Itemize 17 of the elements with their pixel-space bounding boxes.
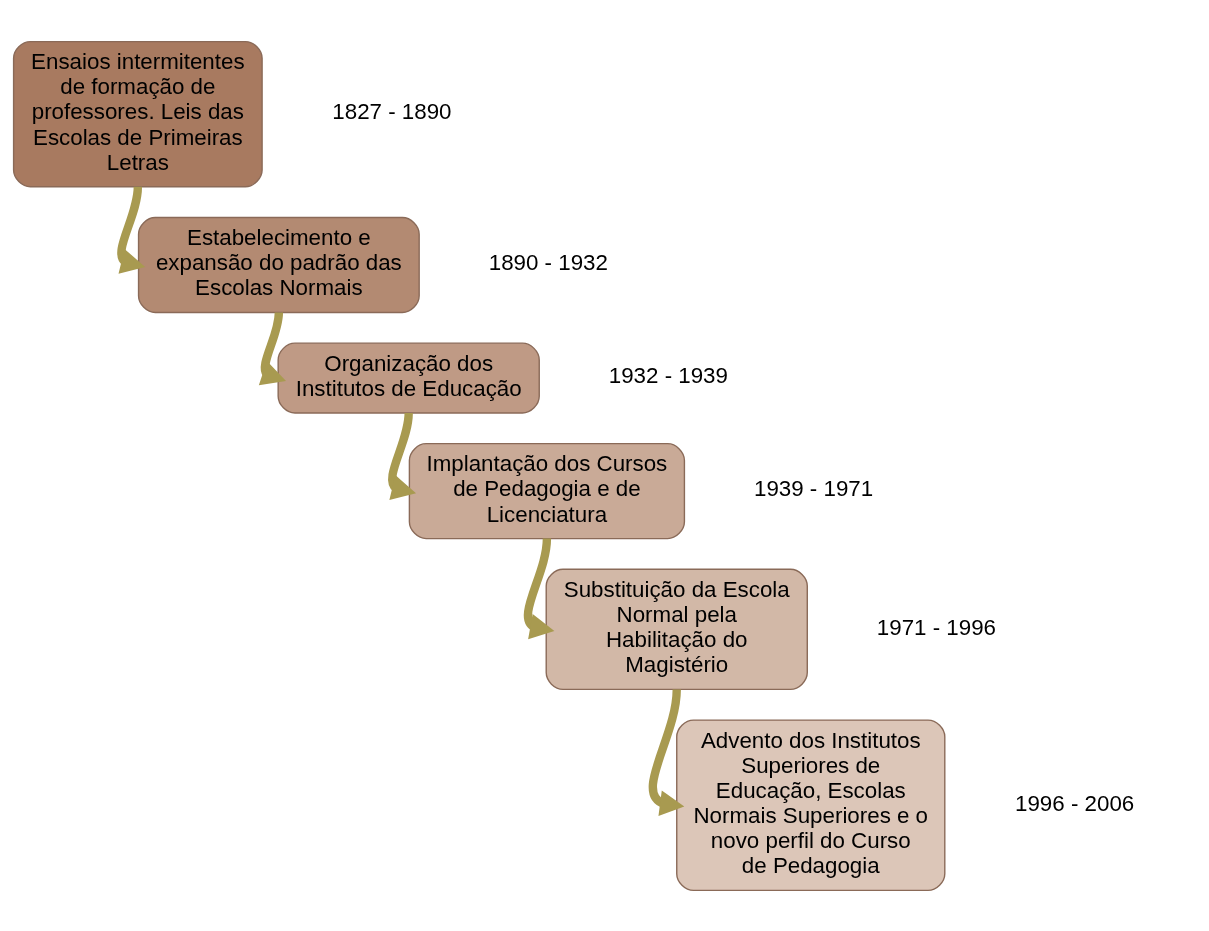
node-box: Advento dos Institutos Superiores de Educação, Escolas Normais Superiores e o novo perfil do Curso de Pedagogia [676,718,946,891]
node-label: 1932 - 1939 [608,362,728,388]
node-label: 1971 - 1996 [876,614,997,640]
node-label: 1827 - 1890 [332,98,452,124]
node-box: Implantação dos Cursos de Pedagogia e de Licenciatura [408,442,686,539]
node-label: 1890 - 1932 [488,249,608,275]
node-label: 1996 - 2006 [1015,790,1135,816]
arrow [388,412,417,500]
arrow [648,688,685,816]
node-box: Substituição da Escola Normal pela Habilitação do Magistério [545,568,808,690]
node-box: Ensaios intermitentes de formação de professores. Leis das Escolas de Primeiras Letras [12,40,263,187]
arrow [117,186,146,274]
arrow [523,537,555,639]
node-label: 1939 - 1971 [753,475,874,501]
node-box: Estabelecimento e expansão do padrão das Escolas Normais [137,216,420,313]
node-box: Organização dos Institutos de Educação [277,341,540,414]
arrow [258,311,286,385]
